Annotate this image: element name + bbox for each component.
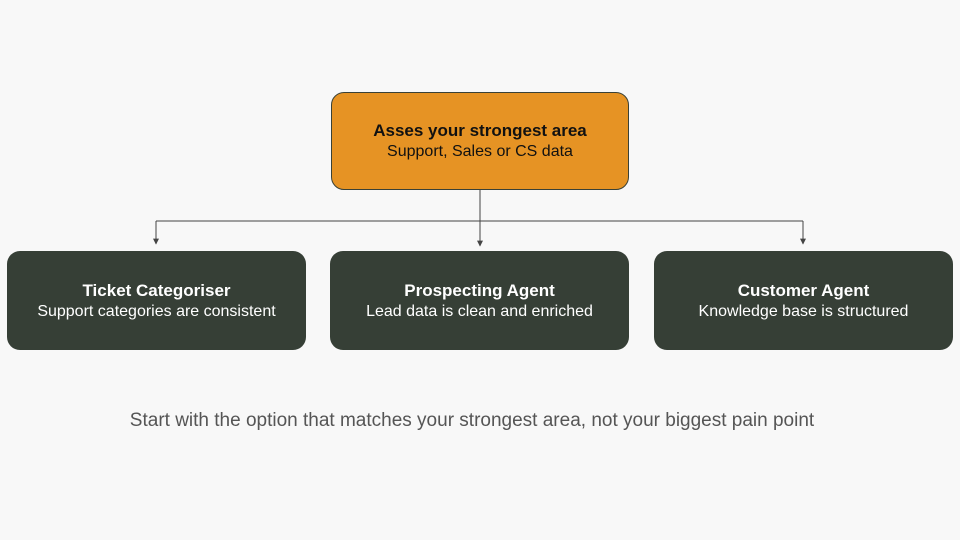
child-node-prospecting-agent: Prospecting Agent Lead data is clean and… — [330, 251, 629, 350]
root-node: Asses your strongest area Support, Sales… — [331, 92, 629, 190]
child-node-title: Prospecting Agent — [404, 280, 555, 300]
root-node-title: Asses your strongest area — [373, 121, 587, 140]
child-node-title: Customer Agent — [737, 280, 870, 300]
child-node-subtitle: Lead data is clean and enriched — [366, 302, 593, 320]
child-node-subtitle: Support categories are consistent — [37, 302, 276, 320]
child-node-ticket-categoriser: Ticket Categoriser Support categories ar… — [7, 251, 306, 350]
child-node-customer-agent: Customer Agent Knowledge base is structu… — [654, 251, 953, 350]
child-node-title: Ticket Categoriser — [82, 280, 231, 300]
child-node-subtitle: Knowledge base is structured — [698, 302, 909, 320]
footnote-text: Start with the option that matches your … — [129, 410, 815, 431]
root-node-subtitle: Support, Sales or CS data — [387, 143, 573, 160]
